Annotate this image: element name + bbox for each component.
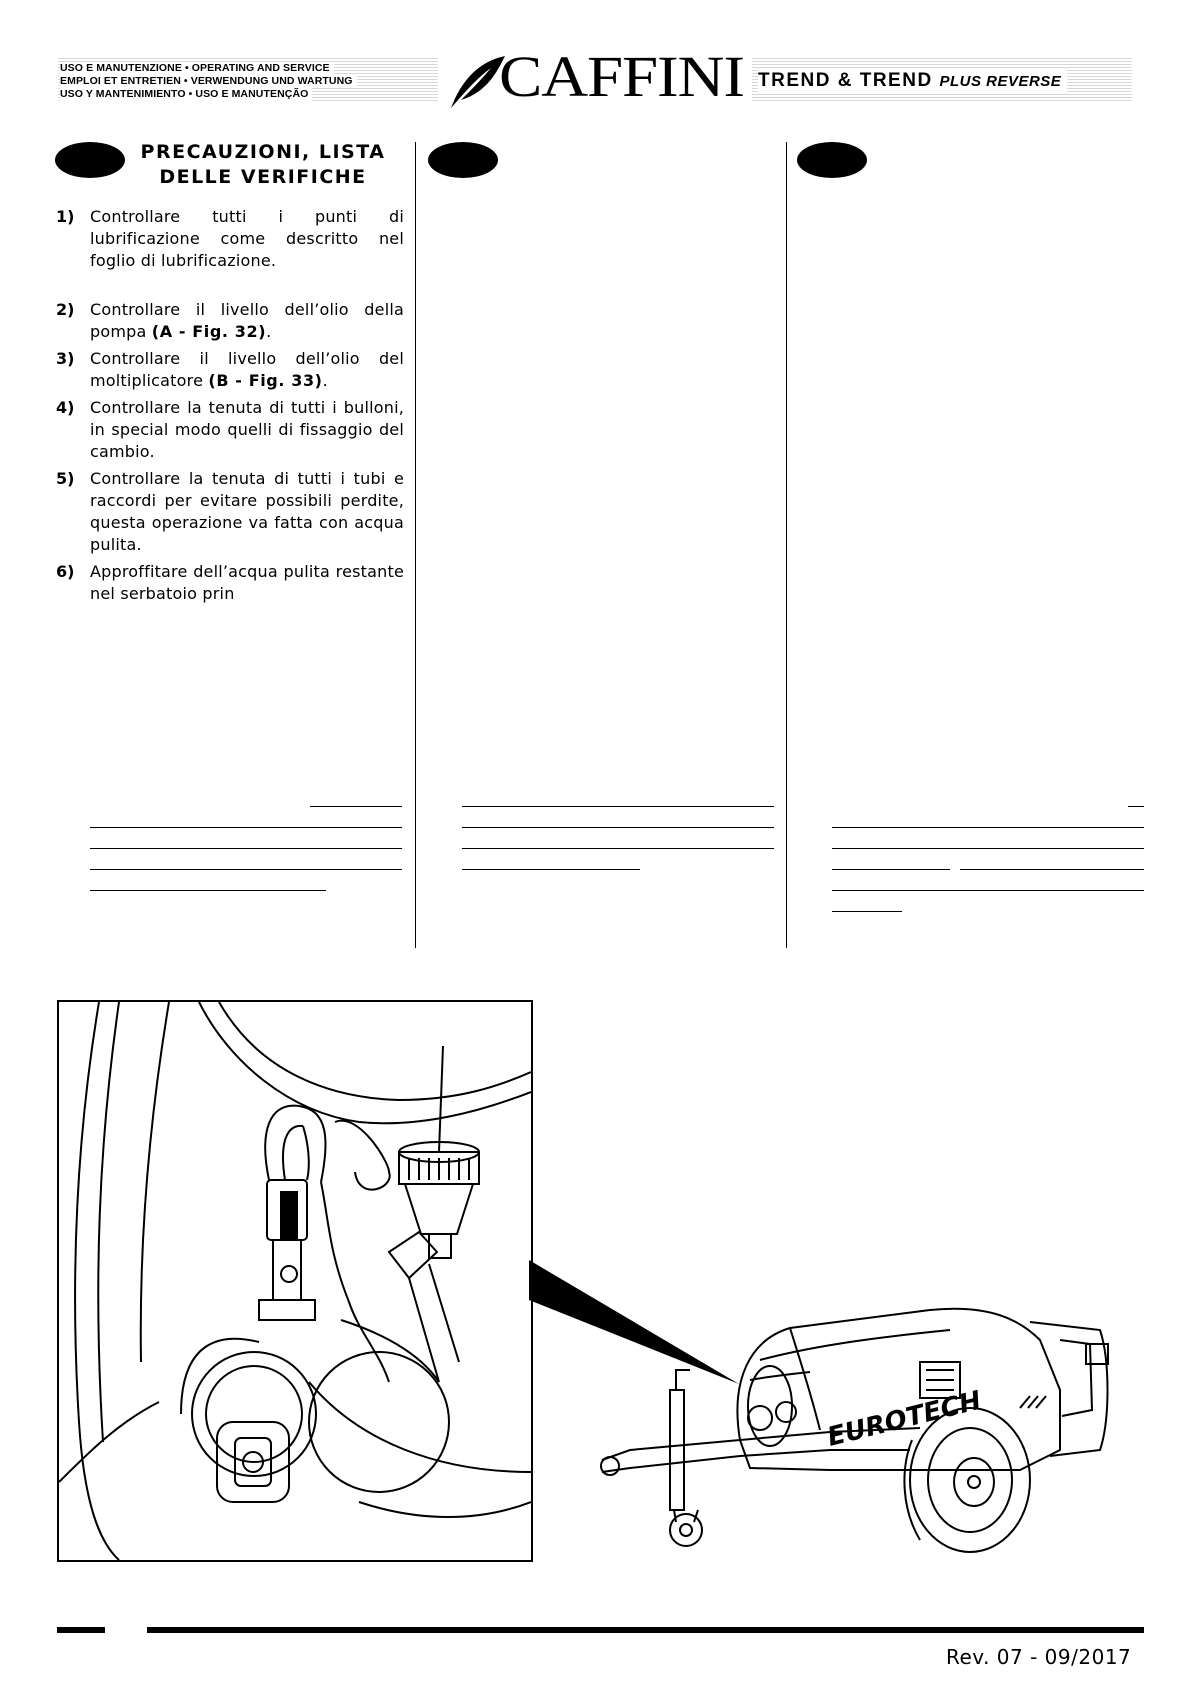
rule-line [832,890,1144,891]
column-divider-1 [415,142,416,948]
item-text: Controllare il livello dell’olio del mol… [90,349,404,390]
language-marker-2 [428,142,498,178]
rule-line [462,827,774,828]
item-text: Controllare tutti i punti di lubrificazi… [90,207,404,270]
rule-line [90,869,402,870]
check-item-6: 6) Approffitare dell’acqua pulita restan… [56,561,404,605]
detail-illustration [57,1000,533,1562]
item-text: Approffitare dell’acqua pulita restante … [90,562,404,603]
figure-reference: (B - Fig. 33) [208,371,323,390]
header-line-3: USO Y MANTENIMIENTO • USO E MANUTENÇÃO [60,88,313,101]
model-main: TREND & TREND [758,70,933,91]
language-marker-3 [797,142,867,178]
item-text: Controllare la tenuta di tutti i bulloni… [90,398,404,461]
rule-line [462,806,774,807]
rule-line [832,911,902,912]
footer-bar-right [147,1627,1144,1633]
header-languages: USO E MANUTENZIONE • OPERATING AND SERVI… [60,62,440,101]
rule-line [462,848,774,849]
item-text: Controllare il livello dell’olio della p… [90,300,404,341]
rule-line [90,848,402,849]
rule-line [832,848,1144,849]
zoom-pointer [529,1260,739,1384]
brand-name: CAFFINI [499,44,745,109]
item-number: 1) [56,207,75,226]
rule-line [90,827,402,828]
check-item-2: 2) Controllare il livello dell’olio dell… [56,300,404,341]
item-number: 4) [56,398,75,417]
header-line-2: EMPLOI ET ENTRETIEN • VERWENDUNG UND WAR… [60,75,357,88]
footer-bar-left [57,1627,105,1633]
header-line-1: USO E MANUTENZIONE • OPERATING AND SERVI… [60,62,334,75]
check-item-3: 3) Controllare il livello dell’olio del … [56,349,404,390]
rule-line [832,869,950,870]
check-item-1: 1) Controllare tutti i punti di lubrific… [56,206,404,272]
check-item-5: 5) Controllare la tenuta di tutti i tubi… [56,468,404,556]
rule-line [462,869,640,870]
rule-line [960,869,1144,870]
rule-line [1128,806,1144,807]
leaf-icon [451,56,505,108]
rule-line [832,827,1144,828]
item-text: Controllare la tenuta di tutti i tubi e … [90,469,404,554]
item-number: 6) [56,562,75,581]
column-divider-2 [786,142,787,948]
sprayer-machine-illustration: EUROTECH [600,1307,1109,1553]
language-marker-1 [55,142,125,178]
section-title: PRECAUZIONI, LISTA DELLE VERIFICHE [140,141,386,188]
check-item-4: 4) Controllare la tenuta di tutti i bull… [56,397,404,463]
machine-brand-label: EUROTECH [824,1386,984,1453]
caffini-logo: CAFFINI [447,46,749,110]
item-number: 5) [56,469,75,488]
model-plus: PLUS REVERSE [939,73,1062,90]
item-number: 3) [56,349,75,368]
figure-reference: (A - Fig. 32) [151,322,267,341]
item-number: 2) [56,300,75,319]
model-title: TREND & TREND PLUS REVERSE [758,70,1068,92]
revision-label: Rev. 07 - 09/2017 [946,1645,1132,1669]
rule-line [90,890,326,891]
rule-line [310,806,402,807]
